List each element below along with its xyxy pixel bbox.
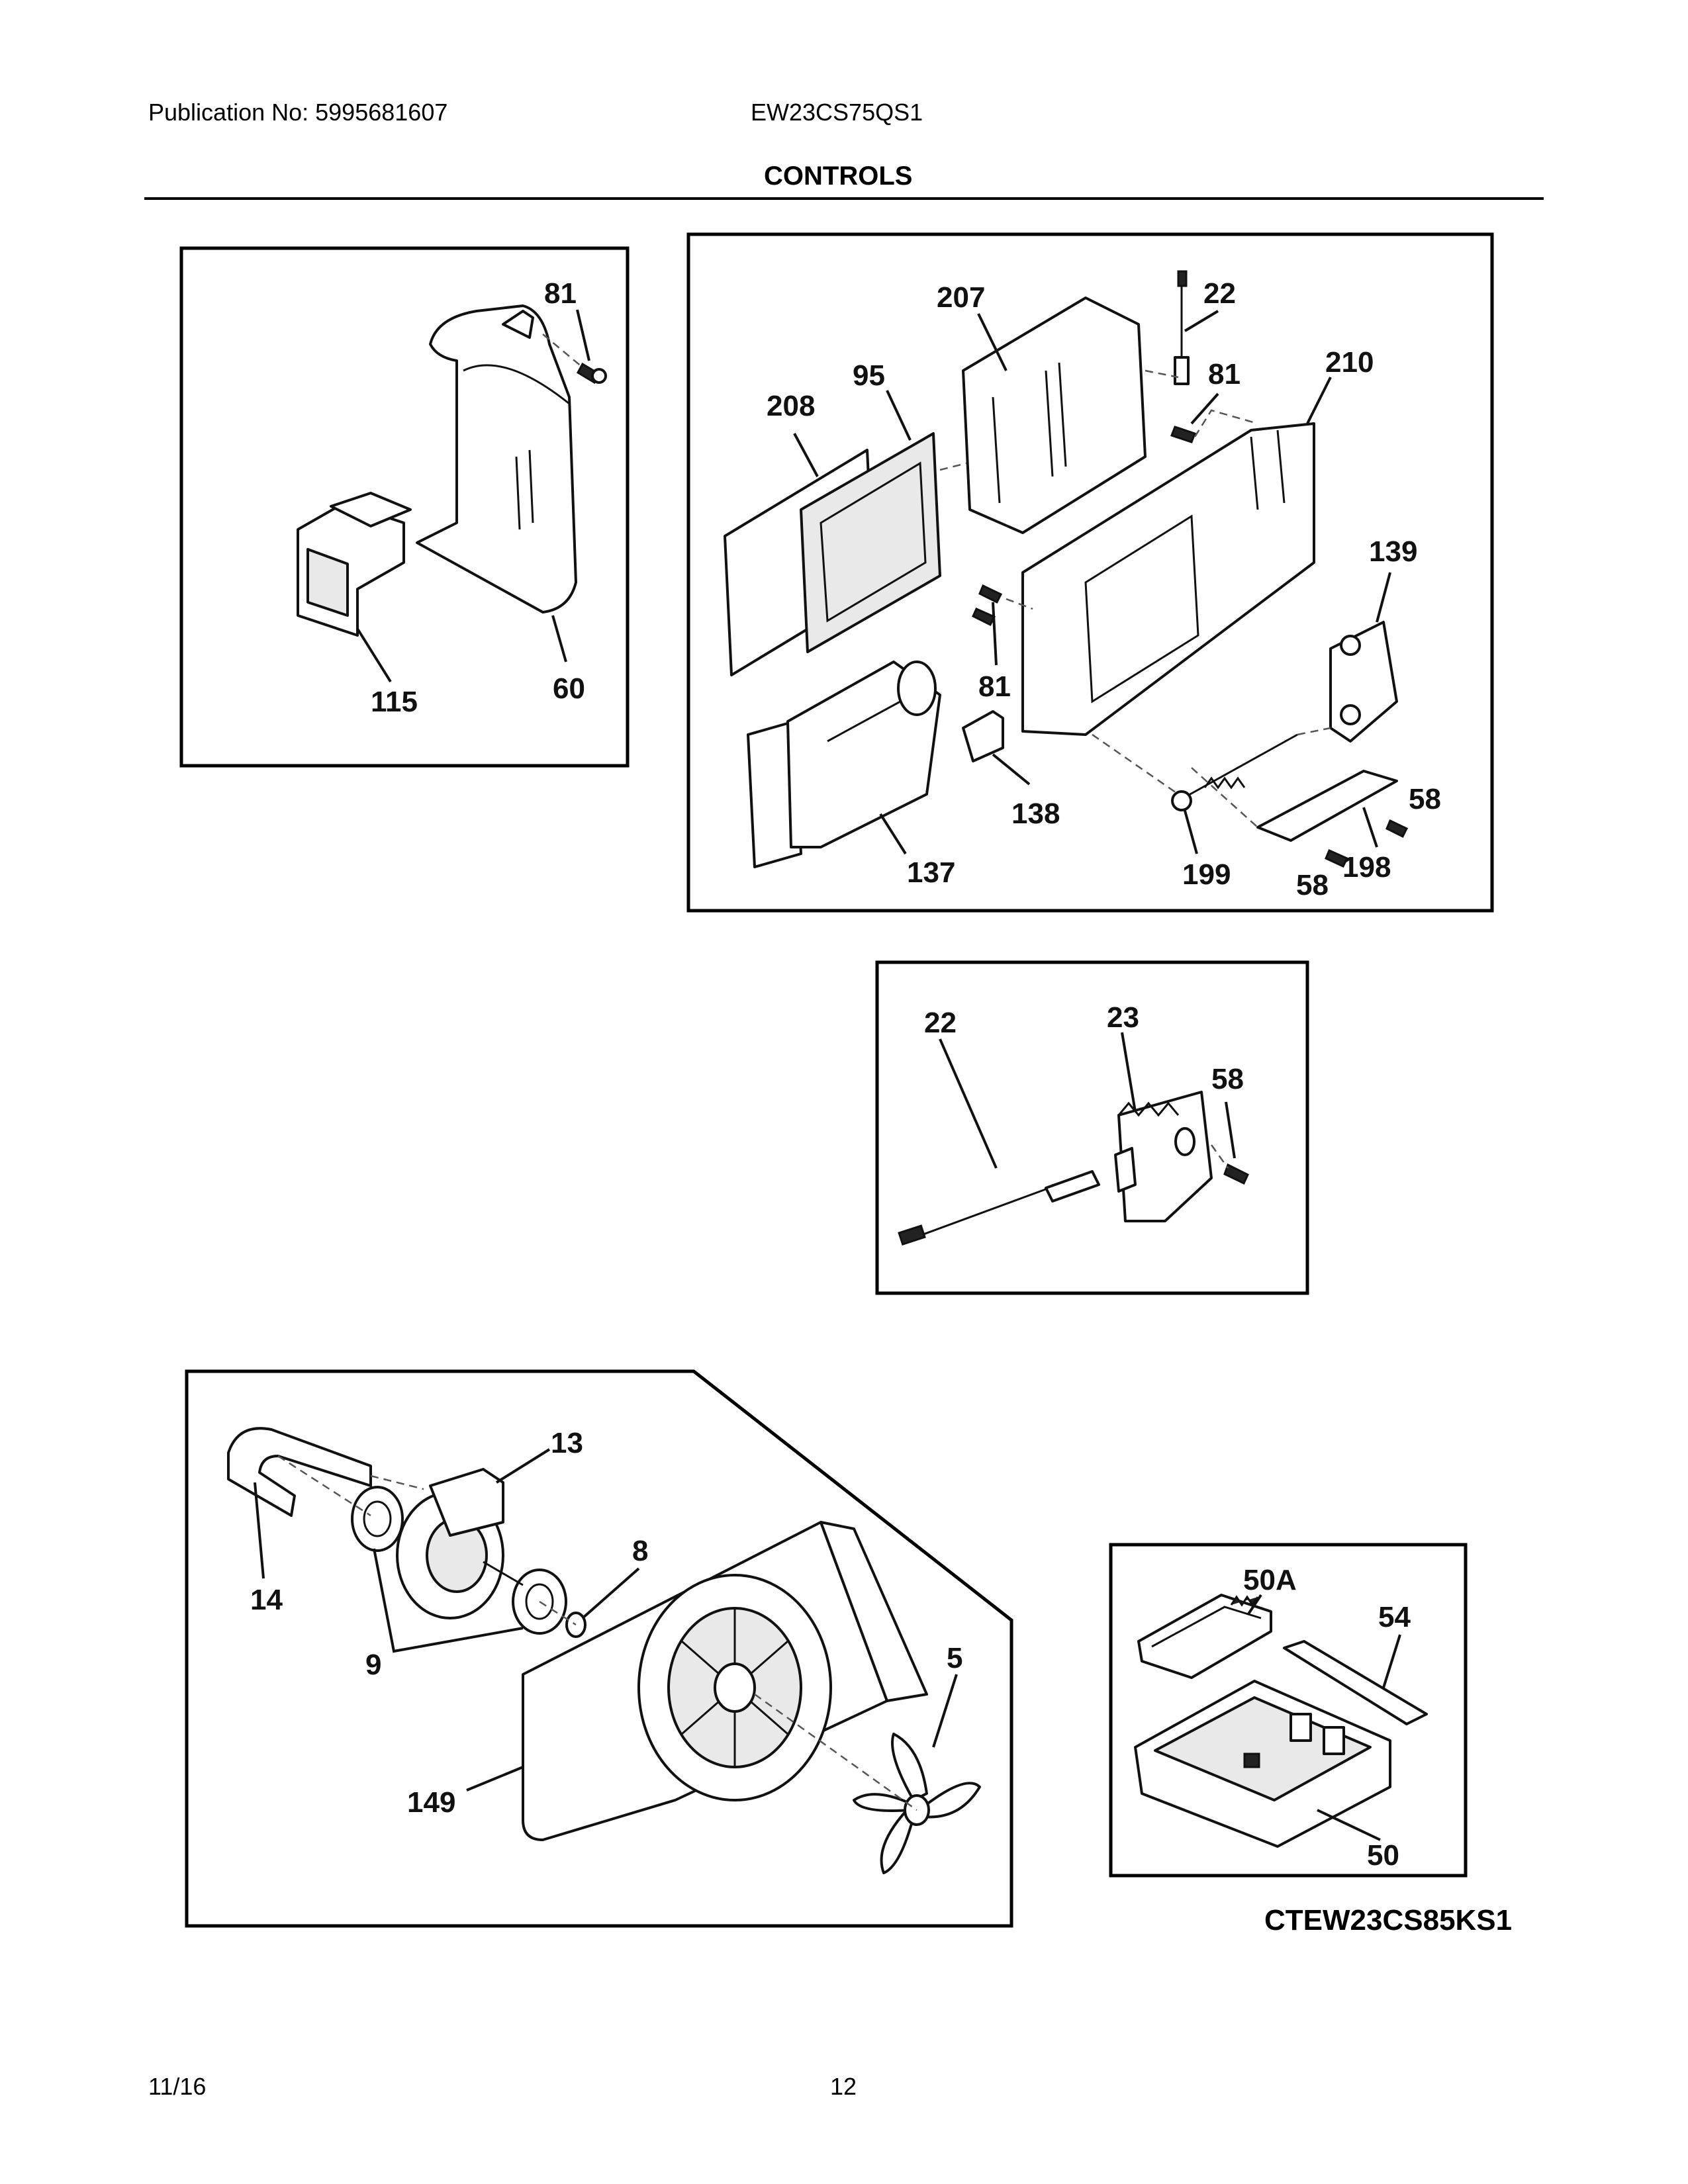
leader-198 <box>1362 807 1378 848</box>
bracket-54-part <box>1283 1640 1428 1725</box>
dispenser-control-part <box>747 660 941 868</box>
relay-board-part <box>1329 621 1398 743</box>
panel-fan-assembly: 13 14 8 9 5 149 <box>185 1369 1013 1928</box>
screw-58-a <box>1325 849 1349 868</box>
callout-60: 60 <box>553 672 585 705</box>
callout-138: 138 <box>1011 797 1060 830</box>
callout-137: 137 <box>907 856 955 889</box>
fan-shroud-part <box>522 1521 928 1841</box>
callout-14: 14 <box>250 1584 283 1616</box>
panel-4-frame <box>185 1369 1013 1928</box>
callout-58-bottom: 58 <box>1296 869 1329 901</box>
panel-damper-assembly: 81 115 60 <box>179 246 630 768</box>
callout-210: 210 <box>1325 346 1374 379</box>
panel-3-frame <box>875 960 1309 1295</box>
clip-part <box>962 710 1004 762</box>
panel-thermistor-assembly: 22 23 58 <box>875 960 1309 1295</box>
damper-housing-part <box>416 304 577 614</box>
leader-137 <box>879 813 907 855</box>
leader-22 <box>1184 310 1219 332</box>
callout-95: 95 <box>853 359 885 392</box>
fan-motor-part <box>396 1468 524 1619</box>
control-box-50-part <box>1134 1680 1391 1848</box>
control-board-50a-part <box>1137 1594 1272 1679</box>
section-title: CONTROLS <box>764 161 913 191</box>
callout-207: 207 <box>937 281 985 314</box>
panel-1-frame <box>179 246 630 768</box>
panel-5-frame <box>1109 1543 1468 1878</box>
leader-13 <box>495 1448 551 1484</box>
damper-motor-part <box>297 492 412 637</box>
callout-23: 23 <box>1107 1001 1139 1034</box>
callout-81-upper: 81 <box>1208 358 1241 390</box>
leader-22-panel3 <box>939 1038 998 1169</box>
leader-81b <box>992 602 998 666</box>
fan-blade-part <box>853 1733 981 1874</box>
leader-115 <box>356 627 392 683</box>
leader-139 <box>1376 572 1391 623</box>
callout-208: 208 <box>767 390 815 422</box>
diagram-code-caption: CTEW23CS85KS1 <box>1264 1904 1512 1936</box>
leader-138 <box>992 753 1031 786</box>
callout-58-panel3: 58 <box>1211 1063 1244 1095</box>
callout-9: 9 <box>365 1649 381 1681</box>
footer-date: 11/16 <box>148 2073 207 2100</box>
leader-207 <box>977 313 1008 371</box>
callout-54: 54 <box>1378 1601 1411 1633</box>
leader-149 <box>466 1766 524 1792</box>
callout-115: 115 <box>371 686 418 718</box>
sensor-part <box>1174 270 1190 385</box>
motor-bracket-part <box>227 1427 372 1517</box>
leader-5 <box>932 1674 958 1748</box>
leader-210 <box>1306 377 1332 424</box>
callout-58-right: 58 <box>1409 783 1441 815</box>
leader-8 <box>581 1567 640 1619</box>
callout-5: 5 <box>947 1642 962 1674</box>
leader-50 <box>1317 1809 1381 1841</box>
control-cover-part <box>962 296 1147 534</box>
leader-50a <box>1246 1594 1262 1616</box>
panel-2-frame <box>686 232 1494 913</box>
thermistor-part <box>898 1170 1100 1246</box>
panel-control-assembly: 207 22 81 210 95 208 139 81 138 137 199 … <box>686 232 1494 913</box>
screw-58-b <box>1385 819 1409 839</box>
callout-8: 8 <box>632 1535 648 1567</box>
leader-208 <box>793 433 819 477</box>
screws-81-part <box>972 426 1196 627</box>
bracket-cover-part <box>1256 770 1398 842</box>
leader-23 <box>1121 1032 1137 1113</box>
leader-95 <box>886 390 912 441</box>
leader-58-panel3 <box>1225 1101 1236 1159</box>
callout-149: 149 <box>407 1786 455 1819</box>
publication-number: Publication No: 5995681607 <box>148 99 448 126</box>
footer-page-number: 12 <box>830 2073 857 2100</box>
mounting-bracket-part <box>1021 422 1315 736</box>
callout-139: 139 <box>1369 535 1417 568</box>
leader-54 <box>1382 1634 1401 1688</box>
model-number: EW23CS75QS1 <box>751 99 923 126</box>
leader-81 <box>576 309 590 361</box>
panel-control-box-assembly: 50A 54 50 <box>1109 1543 1468 1878</box>
leader-199 <box>1184 810 1198 854</box>
leader-60 <box>551 615 567 662</box>
callout-22-panel3: 22 <box>924 1007 957 1039</box>
spring-part <box>1171 733 1298 811</box>
callout-81: 81 <box>544 277 577 310</box>
callout-81-lower: 81 <box>978 670 1011 703</box>
leader-81a <box>1190 392 1219 425</box>
control-board-part <box>724 432 941 676</box>
callout-199: 199 <box>1182 858 1231 891</box>
callout-198: 198 <box>1342 851 1391 884</box>
leader-14 <box>254 1482 265 1579</box>
callout-13: 13 <box>551 1427 583 1459</box>
screw-58-panel3 <box>1223 1163 1249 1185</box>
leader-9 <box>373 1548 524 1653</box>
screw-part <box>577 362 607 385</box>
callout-50: 50 <box>1367 1839 1399 1872</box>
callout-22: 22 <box>1203 277 1236 310</box>
callout-50a: 50A <box>1243 1564 1297 1596</box>
thermistor-cover-part <box>1114 1091 1213 1222</box>
